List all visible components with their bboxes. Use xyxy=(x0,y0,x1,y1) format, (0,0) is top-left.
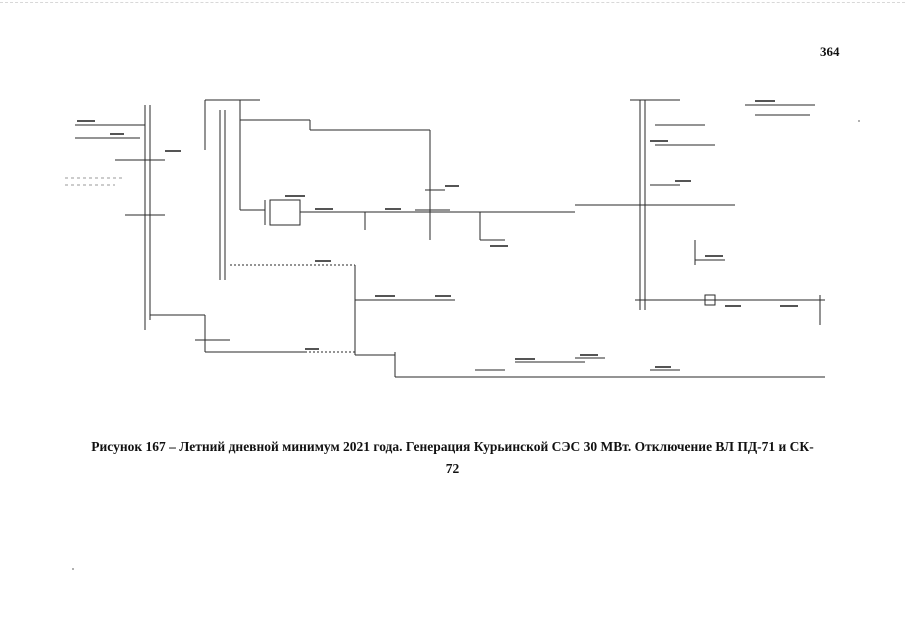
diagram-label-mark xyxy=(780,305,798,307)
diagram-label-mark xyxy=(490,245,508,247)
diagram-label-mark xyxy=(580,354,598,356)
diagram-label-mark xyxy=(305,348,319,350)
diagram-label-mark xyxy=(385,208,401,210)
caption-line-1: Рисунок 167 – Летний дневной минимум 202… xyxy=(91,439,814,454)
scan-speck xyxy=(72,568,74,570)
diagram-label-mark xyxy=(315,208,333,210)
diagram-label-mark xyxy=(435,295,451,297)
diagram-label-mark xyxy=(725,305,741,307)
scan-artifact-top xyxy=(0,2,905,4)
diagram-label-mark xyxy=(515,358,535,360)
diagram-label-mark xyxy=(165,150,181,152)
figure-caption: Рисунок 167 – Летний дневной минимум 202… xyxy=(50,436,855,480)
power-network-diagram xyxy=(65,99,825,378)
diagram-label-mark xyxy=(755,100,775,102)
diagram-label-mark xyxy=(655,366,671,368)
switch-box xyxy=(704,294,716,306)
transformer-box xyxy=(269,199,301,226)
diagram-label-mark xyxy=(375,295,395,297)
diagram-label-mark xyxy=(110,133,124,135)
diagram-label-mark xyxy=(315,260,331,262)
diagram-label-mark xyxy=(650,140,668,142)
diagram-label-mark xyxy=(77,120,95,122)
caption-line-2: 72 xyxy=(445,461,460,476)
diagram-label-mark xyxy=(705,255,723,257)
page-number: 364 xyxy=(820,44,840,59)
diagram-label-mark xyxy=(675,180,691,182)
scan-speck xyxy=(858,120,860,122)
diagram-label-mark xyxy=(445,185,459,187)
diagram-label-mark xyxy=(285,195,305,197)
